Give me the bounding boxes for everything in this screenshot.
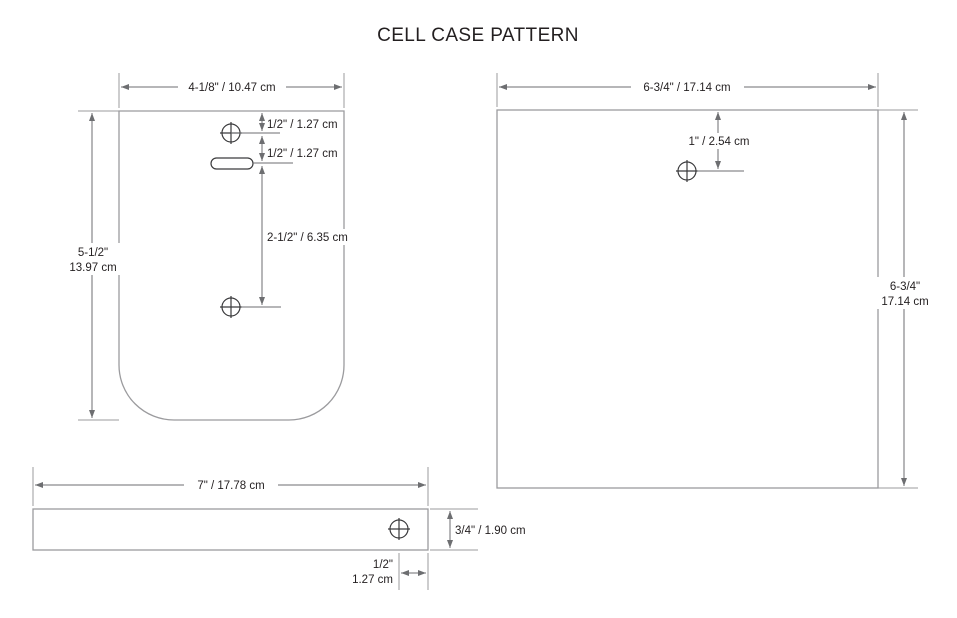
strap-snap-hole [388,518,410,540]
part-body: 6-3/4" / 17.14 cm 6-3/4" 17.14 cm 1" / 2… [496,73,936,489]
flap-height-label-line2: 13.97 cm [69,262,116,274]
part-flap: 4-1/8" / 10.47 cm 5-1/2" 13.97 cm 1/2" /… [62,73,351,421]
strap-length-label: 7" / 17.78 cm [197,480,264,492]
flap-hole-to-slot-dimension: 1/2" / 1.27 cm [253,136,338,164]
strap-height-dimension: 3/4" / 1.90 cm [429,508,526,551]
strap-edge-to-hole-label-line2: 1.27 cm [352,574,393,586]
strap-height-label: 3/4" / 1.90 cm [455,525,526,537]
body-height-label-line1: 6-3/4" [890,281,920,293]
strap-edge-to-hole-dimension: 1/2" 1.27 cm [352,553,429,590]
page-title: CELL CASE PATTERN [377,25,579,46]
body-top-to-hole-dimension: 1" / 2.54 cm [677,112,761,172]
flap-width-dimension: 4-1/8" / 10.47 cm [118,73,345,108]
strap-outline [32,508,429,551]
flap-width-label: 4-1/8" / 10.47 cm [188,82,275,94]
body-height-dimension: 6-3/4" 17.14 cm [874,109,936,489]
body-top-to-hole-label: 1" / 2.54 cm [689,136,750,148]
body-width-dimension: 6-3/4" / 17.14 cm [496,73,879,107]
body-snap-hole [676,160,698,182]
flap-top-to-hole-dimension: 1/2" / 1.27 cm [231,113,338,134]
flap-top-to-hole-label: 1/2" / 1.27 cm [267,119,338,131]
flap-height-label-line1: 5-1/2" [78,247,108,259]
flap-outline [118,110,345,421]
strap-length-dimension: 7" / 17.78 cm [32,467,429,506]
flap-hole-to-slot-label: 1/2" / 1.27 cm [267,148,338,160]
flap-snap-hole-lower [220,296,242,318]
flap-buckle-slot [210,157,254,170]
body-height-label-line2: 17.14 cm [881,296,928,308]
flap-slot-to-hole-label: 2-1/2" / 6.35 cm [267,232,348,244]
part-strap: 7" / 17.78 cm 3/4" / 1.90 cm 1/2" 1.27 c… [32,467,526,590]
flap-height-dimension: 5-1/2" 13.97 cm [62,110,124,421]
strap-edge-to-hole-label-line1: 1/2" [373,559,393,571]
body-width-label: 6-3/4" / 17.14 cm [643,82,730,94]
flap-slot-to-hole-dimension: 2-1/2" / 6.35 cm [241,166,351,308]
